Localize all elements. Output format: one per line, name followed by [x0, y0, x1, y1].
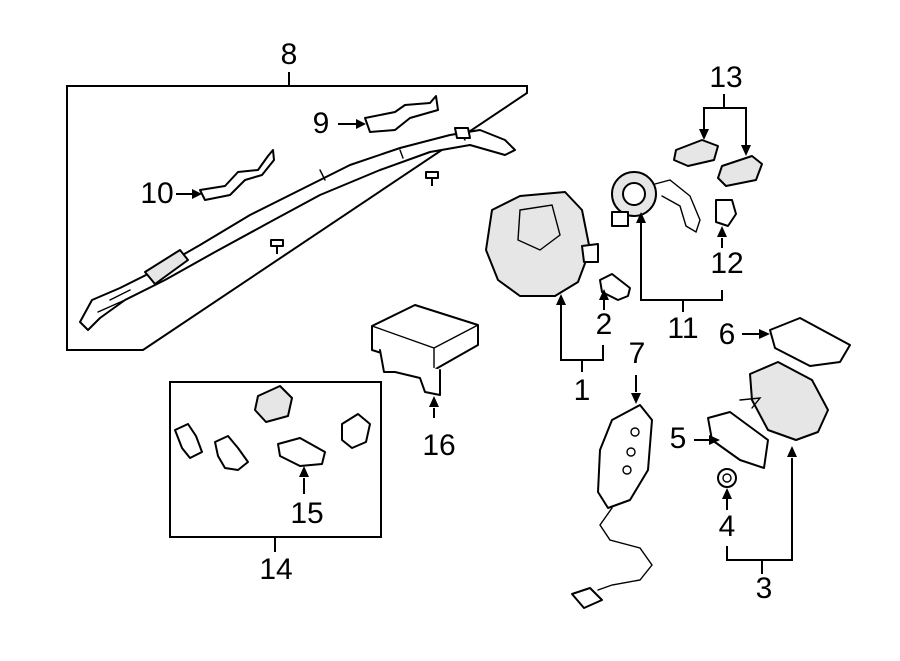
callout-8[interactable]: 8: [281, 38, 298, 71]
sensor-a-part[interactable]: [174, 423, 203, 459]
curtain-clip-bolt-a[interactable]: [425, 171, 439, 186]
impact-sensor-a-part[interactable]: [673, 139, 719, 167]
callout-7[interactable]: 7: [629, 337, 646, 370]
srs-control-unit-part[interactable]: [371, 304, 479, 396]
curtain-bracket-upper-part[interactable]: [364, 95, 439, 133]
callout-2[interactable]: 2: [596, 308, 613, 341]
driver-airbag-part[interactable]: [485, 191, 599, 297]
curtain-airbag-part[interactable]: [79, 127, 516, 331]
callout-3[interactable]: 3: [756, 572, 773, 605]
callout-6[interactable]: 6: [719, 318, 736, 351]
clock-spring-part[interactable]: [611, 171, 701, 234]
curtain-bracket-lower-part[interactable]: [199, 149, 275, 201]
callout-1[interactable]: 1: [574, 374, 591, 407]
callout-14[interactable]: 14: [259, 553, 292, 586]
side-airbag-module-part[interactable]: [571, 404, 653, 609]
sensor-e-part[interactable]: [277, 437, 326, 467]
callout-5[interactable]: 5: [670, 422, 687, 455]
passenger-airbag-part[interactable]: [739, 361, 829, 441]
airbag-bolt-part[interactable]: [599, 273, 631, 301]
sensor-d-part[interactable]: [341, 413, 371, 449]
impact-sensor-b-part[interactable]: [717, 155, 763, 187]
airbag-cover-part[interactable]: [769, 317, 851, 367]
callout-12[interactable]: 12: [710, 247, 743, 280]
curtain-clip-bolt-b[interactable]: [270, 239, 284, 254]
callout-11[interactable]: 11: [667, 312, 698, 345]
sensor-b-part[interactable]: [214, 435, 249, 471]
connector-part[interactable]: [715, 199, 737, 227]
callout-10[interactable]: 10: [140, 177, 173, 210]
curtain-airbag-group-frame: [66, 85, 528, 351]
callout-13[interactable]: 13: [709, 61, 742, 94]
callout-16[interactable]: 16: [422, 429, 455, 462]
sensor-c-part[interactable]: [254, 385, 293, 423]
callout-4[interactable]: 4: [719, 510, 736, 543]
passenger-airbag-nut-part[interactable]: [717, 468, 737, 488]
callout-9[interactable]: 9: [313, 107, 330, 140]
callout-15[interactable]: 15: [290, 497, 323, 530]
